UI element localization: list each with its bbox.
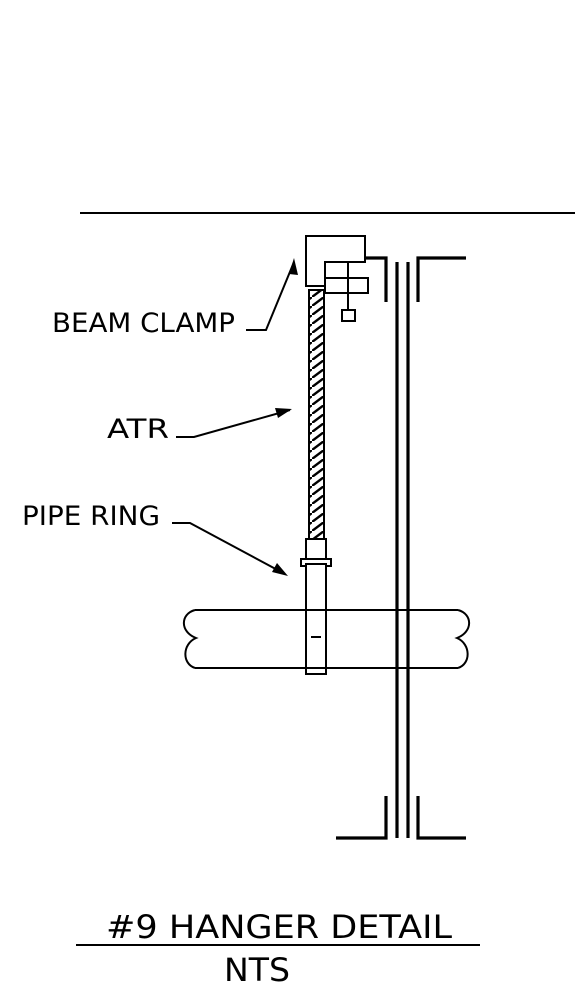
beam-clamp [305,235,369,322]
pipe-ring-leader [172,522,288,576]
pipe-ring-label: PIPE RING [22,501,160,532]
beam-clamp-leader [246,258,298,331]
detail-title: #9 HANGER DETAIL [106,908,452,946]
beam-clamp-label: BEAM CLAMP [52,308,235,339]
beam-section [336,256,466,840]
atr-leader [176,408,292,438]
atr-label: ATR [107,414,169,445]
scale-note: NTS [224,951,290,989]
all-thread-rod [308,289,325,541]
